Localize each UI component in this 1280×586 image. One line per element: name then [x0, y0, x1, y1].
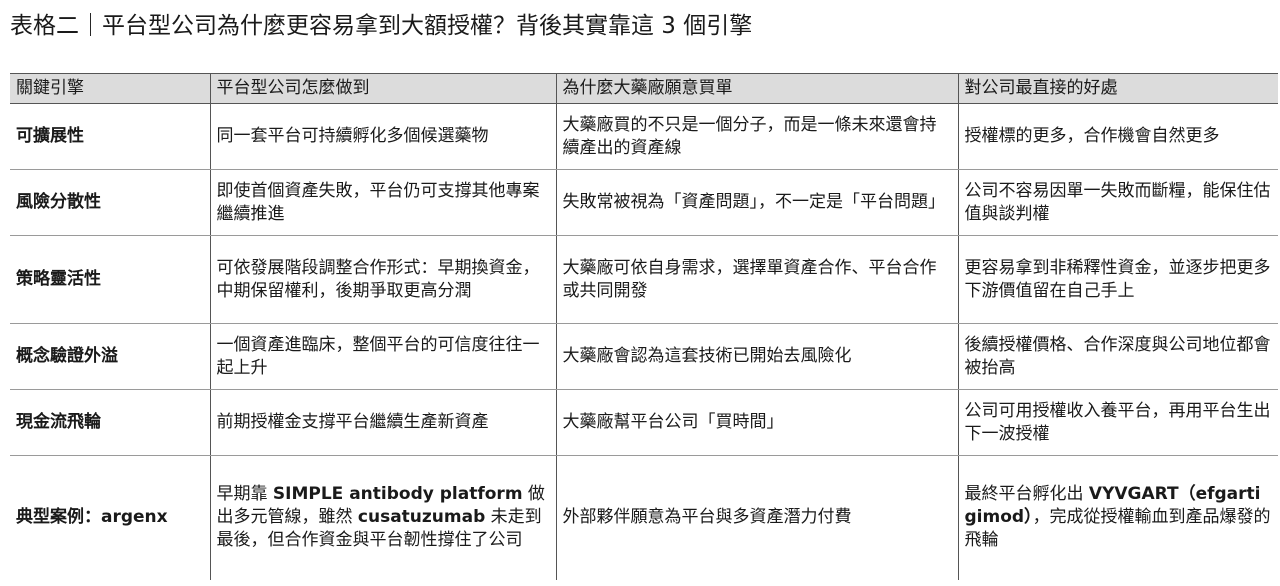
- example-how-text: 早期靠: [216, 484, 273, 505]
- header-benefit: 對公司最直接的好處: [958, 73, 1278, 104]
- benefit-cell: 公司不容易因單一失敗而斷糧，能保住估值與談判權: [958, 169, 1278, 236]
- why-cell: 大藥廠會認為這套技術已開始去風險化: [556, 323, 959, 390]
- platform-name: SIMPLE antibody platform: [272, 484, 523, 505]
- benefit-cell: 授權標的更多，合作機會自然更多: [958, 103, 1278, 170]
- engine-cell: 可擴展性: [10, 103, 211, 170]
- why-cell: 大藥廠買的不只是一個分子，而是一條未來還會持續產出的資產線: [556, 103, 959, 170]
- benefit-cell: 更容易拿到非稀釋性資金，並逐步把更多下游價值留在自己手上: [958, 235, 1278, 324]
- why-cell: 大藥廠可依自身需求，選擇單資產合作、平台合作或共同開發: [556, 235, 959, 324]
- how-cell: 前期授權金支撐平台繼續生產新資產: [210, 389, 557, 456]
- drug-name: cusatuzumab: [357, 507, 486, 528]
- header-how: 平台型公司怎麼做到: [210, 73, 557, 104]
- how-cell: 同一套平台可持續孵化多個候選藥物: [210, 103, 557, 170]
- example-how-text: 做出多元管線，雖然: [216, 484, 545, 528]
- table-row: 現金流飛輪 前期授權金支撐平台繼續生產新資產 大藥廠幫平台公司「買時間」 公司可…: [10, 389, 1278, 456]
- engine-table: 關鍵引擎 平台型公司怎麼做到 為什麼大藥廠願意買單 對公司最直接的好處 可擴展性…: [10, 73, 1278, 580]
- table-row: 概念驗證外溢 一個資產進臨床，整個平台的可信度往往一起上升 大藥廠會認為這套技術…: [10, 323, 1278, 390]
- benefit-cell: 後續授權價格、合作深度與公司地位都會被抬高: [958, 323, 1278, 390]
- table-row: 風險分散性 即使首個資產失敗，平台仍可支撐其他專案繼續推進 失敗常被視為「資產問…: [10, 169, 1278, 236]
- engine-cell: 概念驗證外溢: [10, 323, 211, 390]
- example-why-cell: 外部夥伴願意為平台與多資產潛力付費: [556, 455, 959, 580]
- how-cell: 可依發展階段調整合作形式：早期換資金，中期保留權利，後期爭取更高分潤: [210, 235, 557, 324]
- how-cell: 即使首個資產失敗，平台仍可支撐其他專案繼續推進: [210, 169, 557, 236]
- engine-cell: 策略靈活性: [10, 235, 211, 324]
- example-benefit-text: ，完成從授權輸血到產品爆發的飛輪: [964, 507, 1271, 551]
- product-name: VYVGART（efgartigimod）: [964, 484, 1261, 528]
- example-benefit-text: 最終平台孵化出: [964, 484, 1089, 505]
- why-cell: 失敗常被視為「資產問題」，不一定是「平台問題」: [556, 169, 959, 236]
- table-title: 表格二｜平台型公司為什麼更容易拿到大額授權？背後其實靠這 3 個引擎: [10, 13, 753, 39]
- example-engine-cell: 典型案例：argenx: [10, 455, 211, 580]
- example-row: 典型案例：argenx 早期靠 SIMPLE antibody platform…: [10, 455, 1278, 580]
- header-engine: 關鍵引擎: [10, 73, 211, 104]
- benefit-cell: 公司可用授權收入養平台，再用平台生出下一波授權: [958, 389, 1278, 456]
- header-row: 關鍵引擎 平台型公司怎麼做到 為什麼大藥廠願意買單 對公司最直接的好處: [10, 73, 1278, 104]
- example-benefit-cell: 最終平台孵化出 VYVGART（efgartigimod），完成從授權輸血到產品…: [958, 456, 1278, 580]
- example-how-cell: 早期靠 SIMPLE antibody platform 做出多元管線，雖然 c…: [210, 455, 557, 580]
- engine-cell: 風險分散性: [10, 169, 211, 236]
- table-row: 可擴展性 同一套平台可持續孵化多個候選藥物 大藥廠買的不只是一個分子，而是一條未…: [10, 103, 1278, 170]
- how-cell: 一個資產進臨床，整個平台的可信度往往一起上升: [210, 323, 557, 390]
- table-row: 策略靈活性 可依發展階段調整合作形式：早期換資金，中期保留權利，後期爭取更高分潤…: [10, 235, 1278, 324]
- example-how-text: 未走到最後，但合作資金與平台韌性撐住了公司: [216, 507, 542, 551]
- engine-cell: 現金流飛輪: [10, 389, 211, 456]
- header-why: 為什麼大藥廠願意買單: [556, 73, 959, 104]
- why-cell: 大藥廠幫平台公司「買時間」: [556, 389, 959, 456]
